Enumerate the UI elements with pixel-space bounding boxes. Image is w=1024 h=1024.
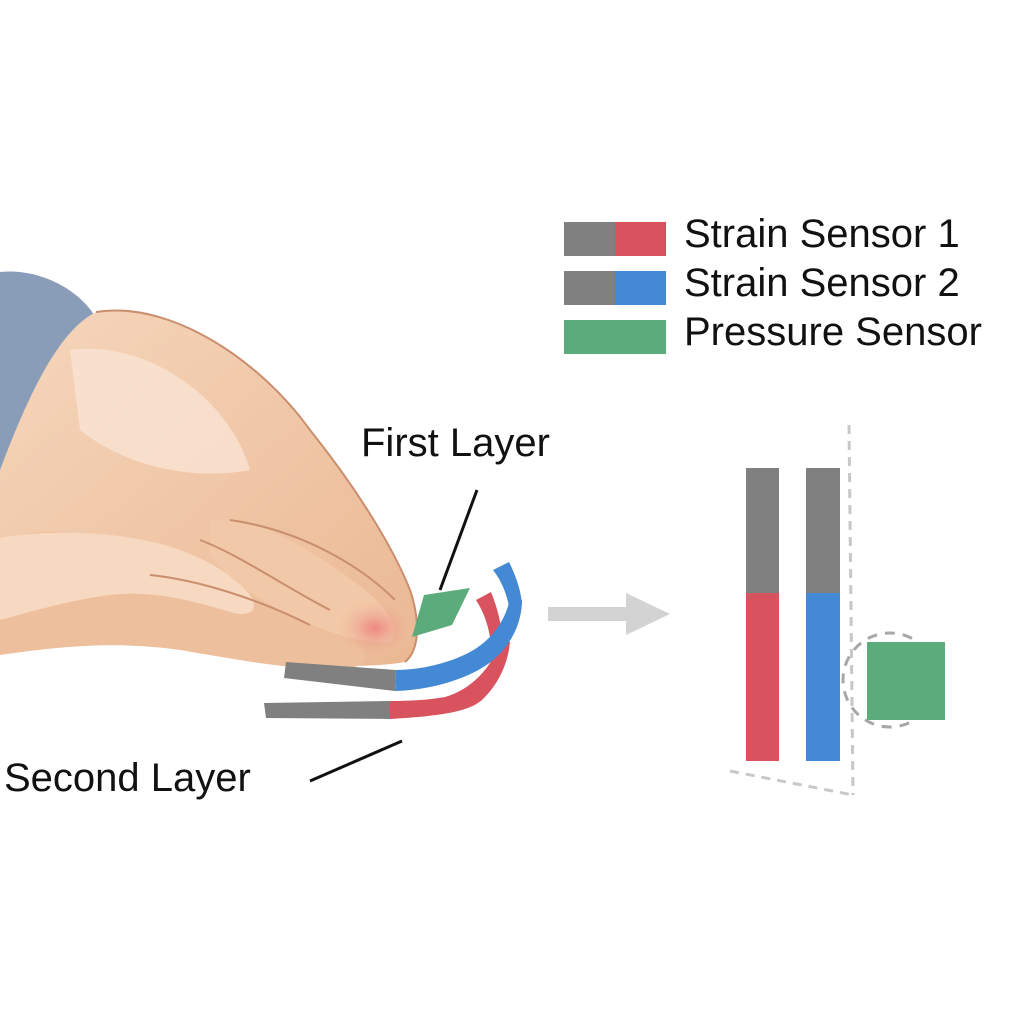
- hand-illustration: [0, 271, 418, 669]
- second-layer-strip-red: [390, 640, 510, 719]
- second-layer-label: Second Layer: [4, 756, 251, 800]
- first-layer-strip-blue-upper: [493, 562, 522, 606]
- legend-label: Pressure Sensor: [684, 310, 982, 354]
- legend-swatch-strain-sensor-2: [564, 271, 666, 305]
- forearm-highlight: [70, 348, 250, 474]
- legend-label: Strain Sensor 1: [684, 212, 960, 256]
- hand-outline: [95, 309, 418, 663]
- pressure-sensor-patch: [412, 588, 470, 637]
- first-layer-strip-gray: [284, 662, 396, 691]
- second-layer-strip-gray: [264, 701, 390, 719]
- strain-sensor-1-bar: [746, 468, 779, 761]
- strain-sensor-2-bar: [806, 468, 840, 761]
- swatch-green: [615, 320, 666, 354]
- swatch-gray: [564, 222, 615, 256]
- pressure-sensor-block: [867, 642, 945, 720]
- swatch-gray: [564, 271, 615, 305]
- thumb: [0, 532, 254, 620]
- sensor-stack-dashed-edge: [847, 424, 855, 796]
- first-layer-leader: [438, 489, 479, 591]
- first-layer-strip-blue: [395, 598, 522, 691]
- knuckle-highlight: [333, 596, 417, 660]
- finger-line: [199, 539, 331, 611]
- finger-line: [229, 519, 396, 601]
- swatch-blue: [615, 271, 666, 305]
- swatch-green: [564, 320, 615, 354]
- finger-line: [149, 574, 311, 626]
- first-layer-label: First Layer: [361, 421, 550, 465]
- legend-swatch-pressure-sensor: [564, 320, 666, 354]
- legend-label: Strain Sensor 2: [684, 261, 960, 305]
- legend-swatch-strain-sensor-1: [564, 222, 666, 256]
- sensor-stack-dashed-base: [729, 769, 854, 797]
- swatch-red: [615, 222, 666, 256]
- second-layer-leader: [309, 739, 403, 783]
- finger-sensor-strips: [264, 562, 522, 719]
- arrow-right-icon: [548, 593, 670, 635]
